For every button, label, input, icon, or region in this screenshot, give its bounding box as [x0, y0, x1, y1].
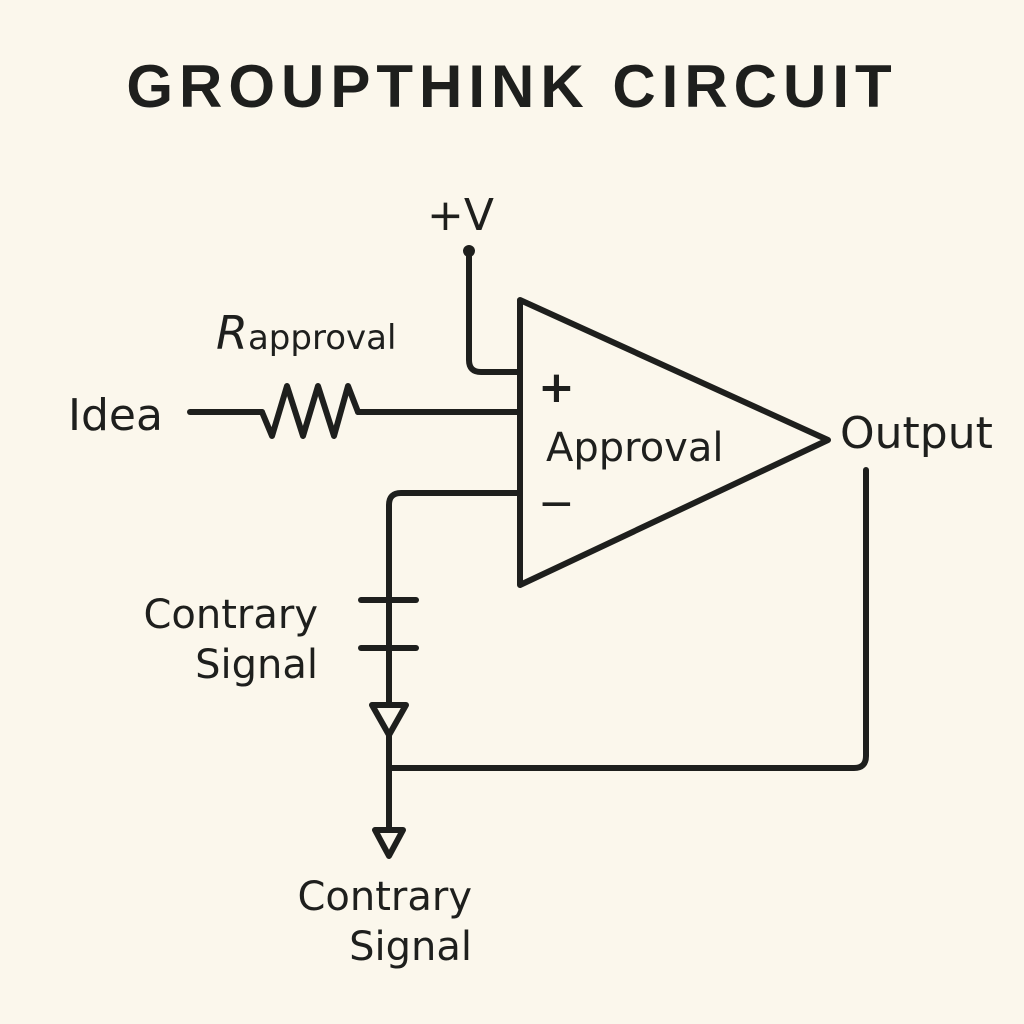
ground-label-line2: Signal — [349, 924, 472, 970]
page-title: GROUPTHINK CIRCUIT — [126, 53, 898, 120]
amplifier-label: Approval — [546, 425, 724, 471]
inverting-input-sign: − — [538, 478, 575, 529]
ground-label-line1: Contrary — [297, 874, 472, 920]
input-label-idea: Idea — [68, 390, 163, 441]
capacitor-label-line2: Signal — [195, 642, 318, 688]
resistor-label: Rapproval — [216, 306, 396, 360]
feedback-wire — [386, 467, 869, 771]
noninverting-input-sign: + — [538, 362, 575, 413]
capacitor-label: Contrary Signal — [128, 590, 318, 690]
output-label: Output — [840, 408, 993, 459]
resistor-symbol — [259, 383, 361, 439]
resistor-label-subscript: approval — [247, 318, 397, 358]
supply-label: +V — [427, 190, 494, 241]
inverting-input-wire — [386, 490, 522, 603]
ground-triangle — [372, 827, 406, 859]
capacitor-label-line1: Contrary — [143, 592, 318, 638]
resistor-label-main: R — [216, 306, 248, 360]
diode-triangle — [369, 702, 409, 738]
ground-label: Contrary Signal — [282, 872, 472, 972]
opamp-triangle — [517, 297, 831, 588]
supply-wire — [466, 248, 522, 375]
